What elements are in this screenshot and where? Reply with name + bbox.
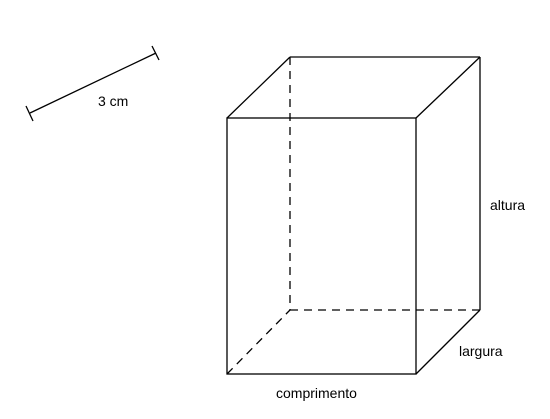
prism-front-face: [226, 117, 417, 375]
prism-visible-edges: [226, 56, 481, 375]
scale-bar-label: 3 cm: [98, 93, 128, 109]
prism-top-right-edge: [415, 56, 481, 119]
height-label: altura: [490, 197, 525, 213]
prism-top-left-edge: [226, 56, 291, 119]
scale-bar-tick-left: [25, 105, 34, 122]
scale-bar: [25, 45, 160, 122]
prism-hidden-bottom-left-edge: [226, 309, 291, 375]
width-label: largura: [459, 343, 503, 359]
scale-bar-tick-right: [151, 45, 160, 61]
scale-bar-line: [29, 52, 157, 114]
prism-bottom-right-edge: [415, 309, 481, 375]
prism-hidden-edges: [226, 57, 480, 375]
length-label: comprimento: [276, 385, 357, 401]
